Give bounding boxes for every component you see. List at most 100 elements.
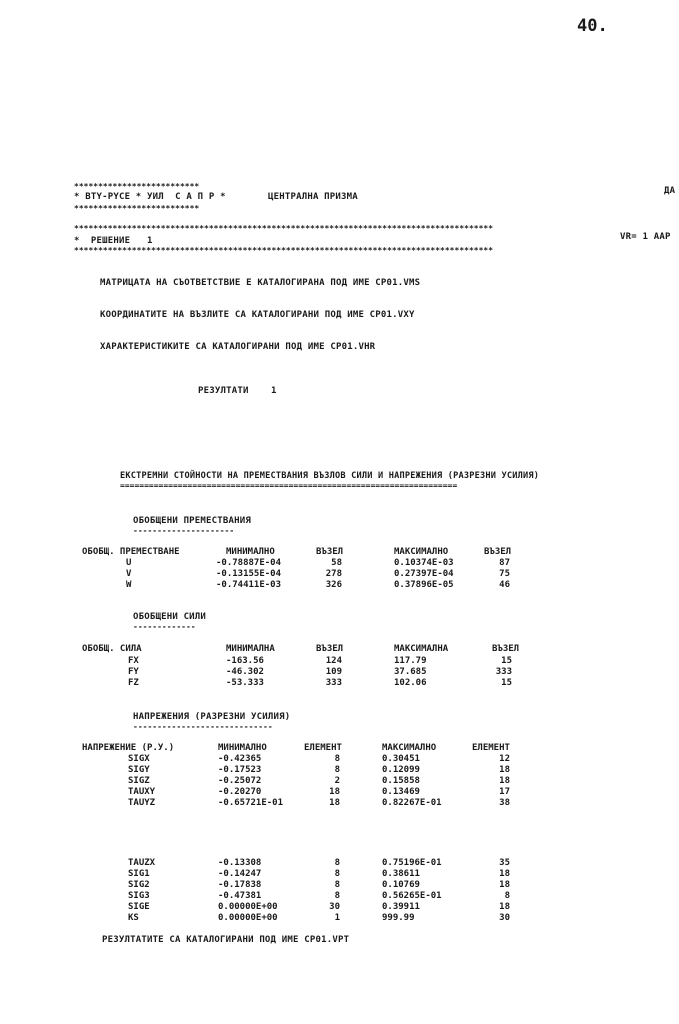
stress-row-cell: 30 (499, 913, 510, 923)
forces-header-node-min: ВЪЗЕЛ (316, 644, 344, 654)
stress-row-cell: 1 (334, 913, 340, 923)
force-row-cell: 15 (501, 656, 512, 666)
stress-row-cell: 8 (334, 765, 340, 775)
force-row-cell: 37.685 (394, 667, 427, 677)
stress-row-cell: -0.47381 (218, 891, 262, 901)
displacement-row-cell: -0.13155E-04 (216, 569, 282, 579)
forces-underline: ------------- (133, 623, 196, 631)
stress-row-cell: 8 (334, 880, 340, 890)
displacement-row-cell: 278 (325, 569, 342, 579)
stress-row-cell: 8 (334, 754, 340, 764)
force-row-cell: FZ (128, 678, 139, 688)
stress-header-max: МАКСИМАЛНО (382, 743, 437, 753)
stress-header-elem-max: ЕЛЕМЕНТ (472, 743, 510, 753)
stress-row-cell: 18 (499, 765, 510, 775)
force-row-cell: 333 (495, 667, 512, 677)
section-title: ЕКСТРЕМНИ СТОЙНОСТИ НА ПРЕМЕСТВАНИЯ ВЪЗЛ… (120, 471, 540, 481)
stress-row-cell: SIGY (128, 765, 150, 775)
stress-row-cell: SIG3 (128, 891, 150, 901)
force-row-cell: 117.79 (394, 656, 427, 666)
message-characteristics: ХАРАКТЕРИСТИКИТЕ СА КАТАЛОГИРАНИ ПОД ИМЕ… (100, 342, 376, 352)
header-right-fragment: ДА (664, 186, 676, 196)
stress-row-cell: 17 (499, 787, 510, 797)
displacement-row-cell: 0.10374E-03 (394, 558, 454, 568)
stress-row-cell: 18 (499, 880, 510, 890)
forces-header-node-max: ВЪЗЕЛ (492, 644, 520, 654)
displacement-row-cell: 0.37896E-05 (394, 580, 454, 590)
stresses-title: НАПРЕЖЕНИЯ (РАЗРЕЗНИ УСИЛИЯ) (133, 712, 291, 722)
displacement-row-cell: 326 (325, 580, 342, 590)
stress-row-cell: -0.14247 (218, 869, 262, 879)
forces-title: ОБОБЩЕНИ СИЛИ (133, 612, 207, 622)
displacement-row-cell: -0.74411E-03 (216, 580, 282, 590)
stress-row-cell: 8 (334, 858, 340, 868)
stress-row-cell: 0.13469 (382, 787, 420, 797)
displacement-row-cell: 46 (499, 580, 510, 590)
stress-row-cell: SIG2 (128, 880, 150, 890)
disp-header-max: МАКСИМАЛНО (394, 547, 449, 557)
stress-row-cell: 18 (329, 787, 340, 797)
stress-row-cell: SIGX (128, 754, 150, 764)
displacement-row-cell: V (126, 569, 132, 579)
displacement-row-cell: 75 (499, 569, 510, 579)
stress-row-cell: 0.75196E-01 (382, 858, 442, 868)
stress-row-cell: SIG1 (128, 869, 150, 879)
disp-header-min: МИНИМАЛНО (226, 547, 275, 557)
stress-row-cell: 0.00000E+00 (218, 913, 278, 923)
displacement-row-cell: U (126, 558, 132, 568)
stress-row-cell: KS (128, 913, 139, 923)
disp-header-node-min: ВЪЗЕЛ (316, 547, 344, 557)
force-row-cell: FY (128, 667, 139, 677)
stress-row-cell: -0.17838 (218, 880, 262, 890)
force-row-cell: -53.333 (226, 678, 264, 688)
stress-row-cell: -0.42365 (218, 754, 262, 764)
stress-row-cell: -0.25072 (218, 776, 262, 786)
page-number: 40. (577, 16, 608, 36)
displacement-row-cell: W (126, 580, 132, 590)
stress-row-cell: 12 (499, 754, 510, 764)
displacements-underline: --------------------- (133, 527, 235, 535)
stress-row-cell: 18 (499, 869, 510, 879)
stress-row-cell: -0.20270 (218, 787, 262, 797)
message-coordinates: КООРДИНАТИТЕ НА ВЪЗЛИТЕ СА КАТАЛОГИРАНИ … (100, 310, 415, 320)
solution-stars-top: ****************************************… (74, 224, 494, 233)
message-matrix: МАТРИЦАТА НА СЪОТВЕТСТВИЕ Е КАТАЛОГИРАНА… (100, 278, 421, 288)
force-row-cell: 124 (325, 656, 342, 666)
header-subtitle: ЦЕНТРАЛНА ПРИЗМА (268, 192, 358, 202)
stress-row-cell: 999.99 (382, 913, 415, 923)
stress-row-cell: 2 (334, 776, 340, 786)
displacement-row-cell: 58 (331, 558, 342, 568)
stress-row-cell: 8 (334, 891, 340, 901)
force-row-cell: 102.06 (394, 678, 427, 688)
stress-header-min: МИНИМАЛНО (218, 743, 267, 753)
stress-row-cell: 18 (499, 902, 510, 912)
results-label: РЕЗУЛТАТИ 1 (198, 386, 277, 396)
header-stars-top: ************************** (74, 182, 200, 191)
stress-row-cell: 30 (329, 902, 340, 912)
forces-header-min: МИНИМАЛНА (226, 644, 275, 654)
stress-row-cell: 0.15858 (382, 776, 420, 786)
force-row-cell: FX (128, 656, 139, 666)
stress-row-cell: 0.38611 (382, 869, 420, 879)
force-row-cell: -46.302 (226, 667, 264, 677)
force-row-cell: 15 (501, 678, 512, 688)
stress-row-cell: 0.39911 (382, 902, 420, 912)
stress-header-elem-min: ЕЛЕМЕНТ (304, 743, 342, 753)
solution-label: * РЕШЕНИЕ 1 (74, 236, 153, 246)
stress-row-cell: -0.17523 (218, 765, 262, 775)
stress-row-cell: 0.30451 (382, 754, 420, 764)
stress-row-cell: TAUZX (128, 858, 156, 868)
stress-header-name: НАПРЕЖЕНИЕ (Р.У.) (82, 743, 175, 753)
stress-row-cell: 18 (499, 776, 510, 786)
stress-row-cell: 0.12099 (382, 765, 420, 775)
stress-row-cell: 0.10769 (382, 880, 420, 890)
disp-header-name: ОБОБЩ. ПРЕМЕСТВАНЕ (82, 547, 180, 557)
displacement-row-cell: -0.78887E-04 (216, 558, 282, 568)
stress-row-cell: -0.65721E-01 (218, 798, 284, 808)
version-fragment: VR= 1 AAP (620, 232, 671, 242)
disp-header-node-max: ВЪЗЕЛ (484, 547, 512, 557)
stresses-underline: ----------------------------- (133, 723, 273, 731)
displacement-row-cell: 87 (499, 558, 510, 568)
stress-row-cell: 8 (334, 869, 340, 879)
footer-message: РЕЗУЛТАТИТЕ СА КАТАЛОГИРАНИ ПОД ИМЕ CP01… (102, 935, 350, 945)
